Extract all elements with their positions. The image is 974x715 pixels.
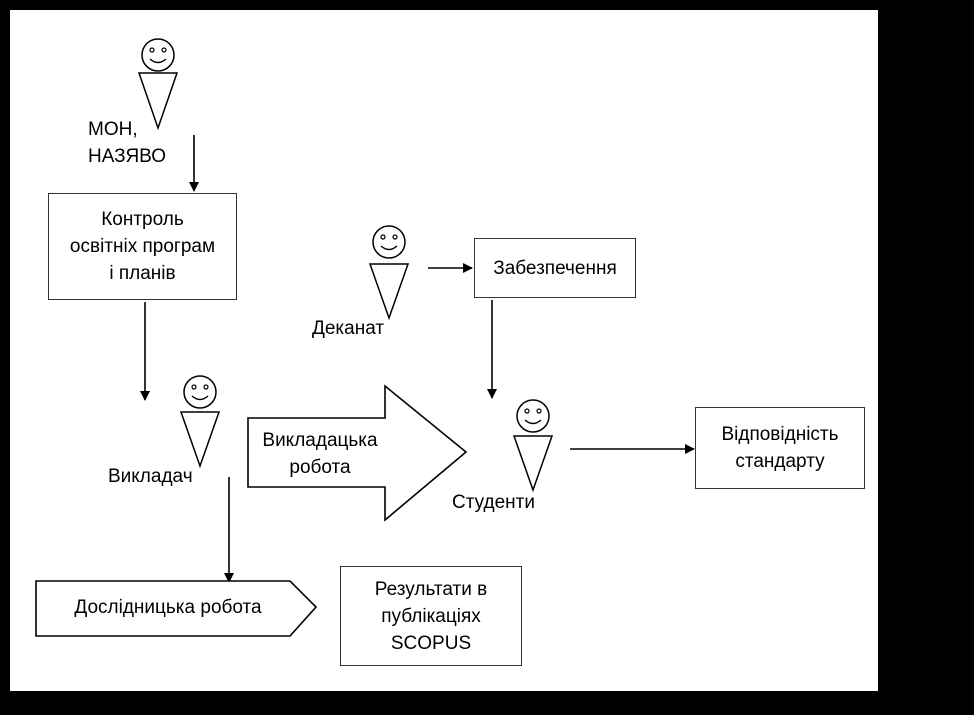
box-kontrol-text: Контроль освітніх програм і планів [69, 209, 216, 284]
box-zabezpechennia-text: Забезпечення [493, 257, 617, 279]
pentagon-doslidnytska-text: Дослідницька робота [74, 597, 262, 618]
block-arrow-vykladatska [247, 384, 468, 522]
actor-studenty-label: Студенти [452, 492, 535, 513]
box-vidpovidnist: Відповідність стандарту [695, 407, 865, 489]
actor-mon-label: МОН, НАЗЯВО [88, 119, 166, 167]
actor-studenty-figure [512, 399, 554, 493]
actor-vykladach-label: Викладач [108, 466, 193, 487]
actor-dekanat-figure [368, 225, 410, 321]
box-rezultaty-text: Результати в публікаціях SCOPUS [374, 578, 488, 654]
box-vidpovidnist-text: Відповідність стандарту [721, 424, 839, 472]
box-zabezpechennia: Забезпечення [474, 238, 636, 298]
actor-mon-figure [137, 38, 179, 131]
actor-vykladach-figure [179, 375, 221, 469]
actor-dekanat-label: Деканат [312, 318, 385, 339]
box-rezultaty: Результати в публікаціях SCOPUS [340, 566, 522, 666]
pentagon-doslidnytska [35, 580, 318, 637]
block-arrow-vykladatska-text: Викладацька робота [262, 430, 378, 478]
box-kontrol: Контроль освітніх програм і планів [48, 193, 237, 300]
